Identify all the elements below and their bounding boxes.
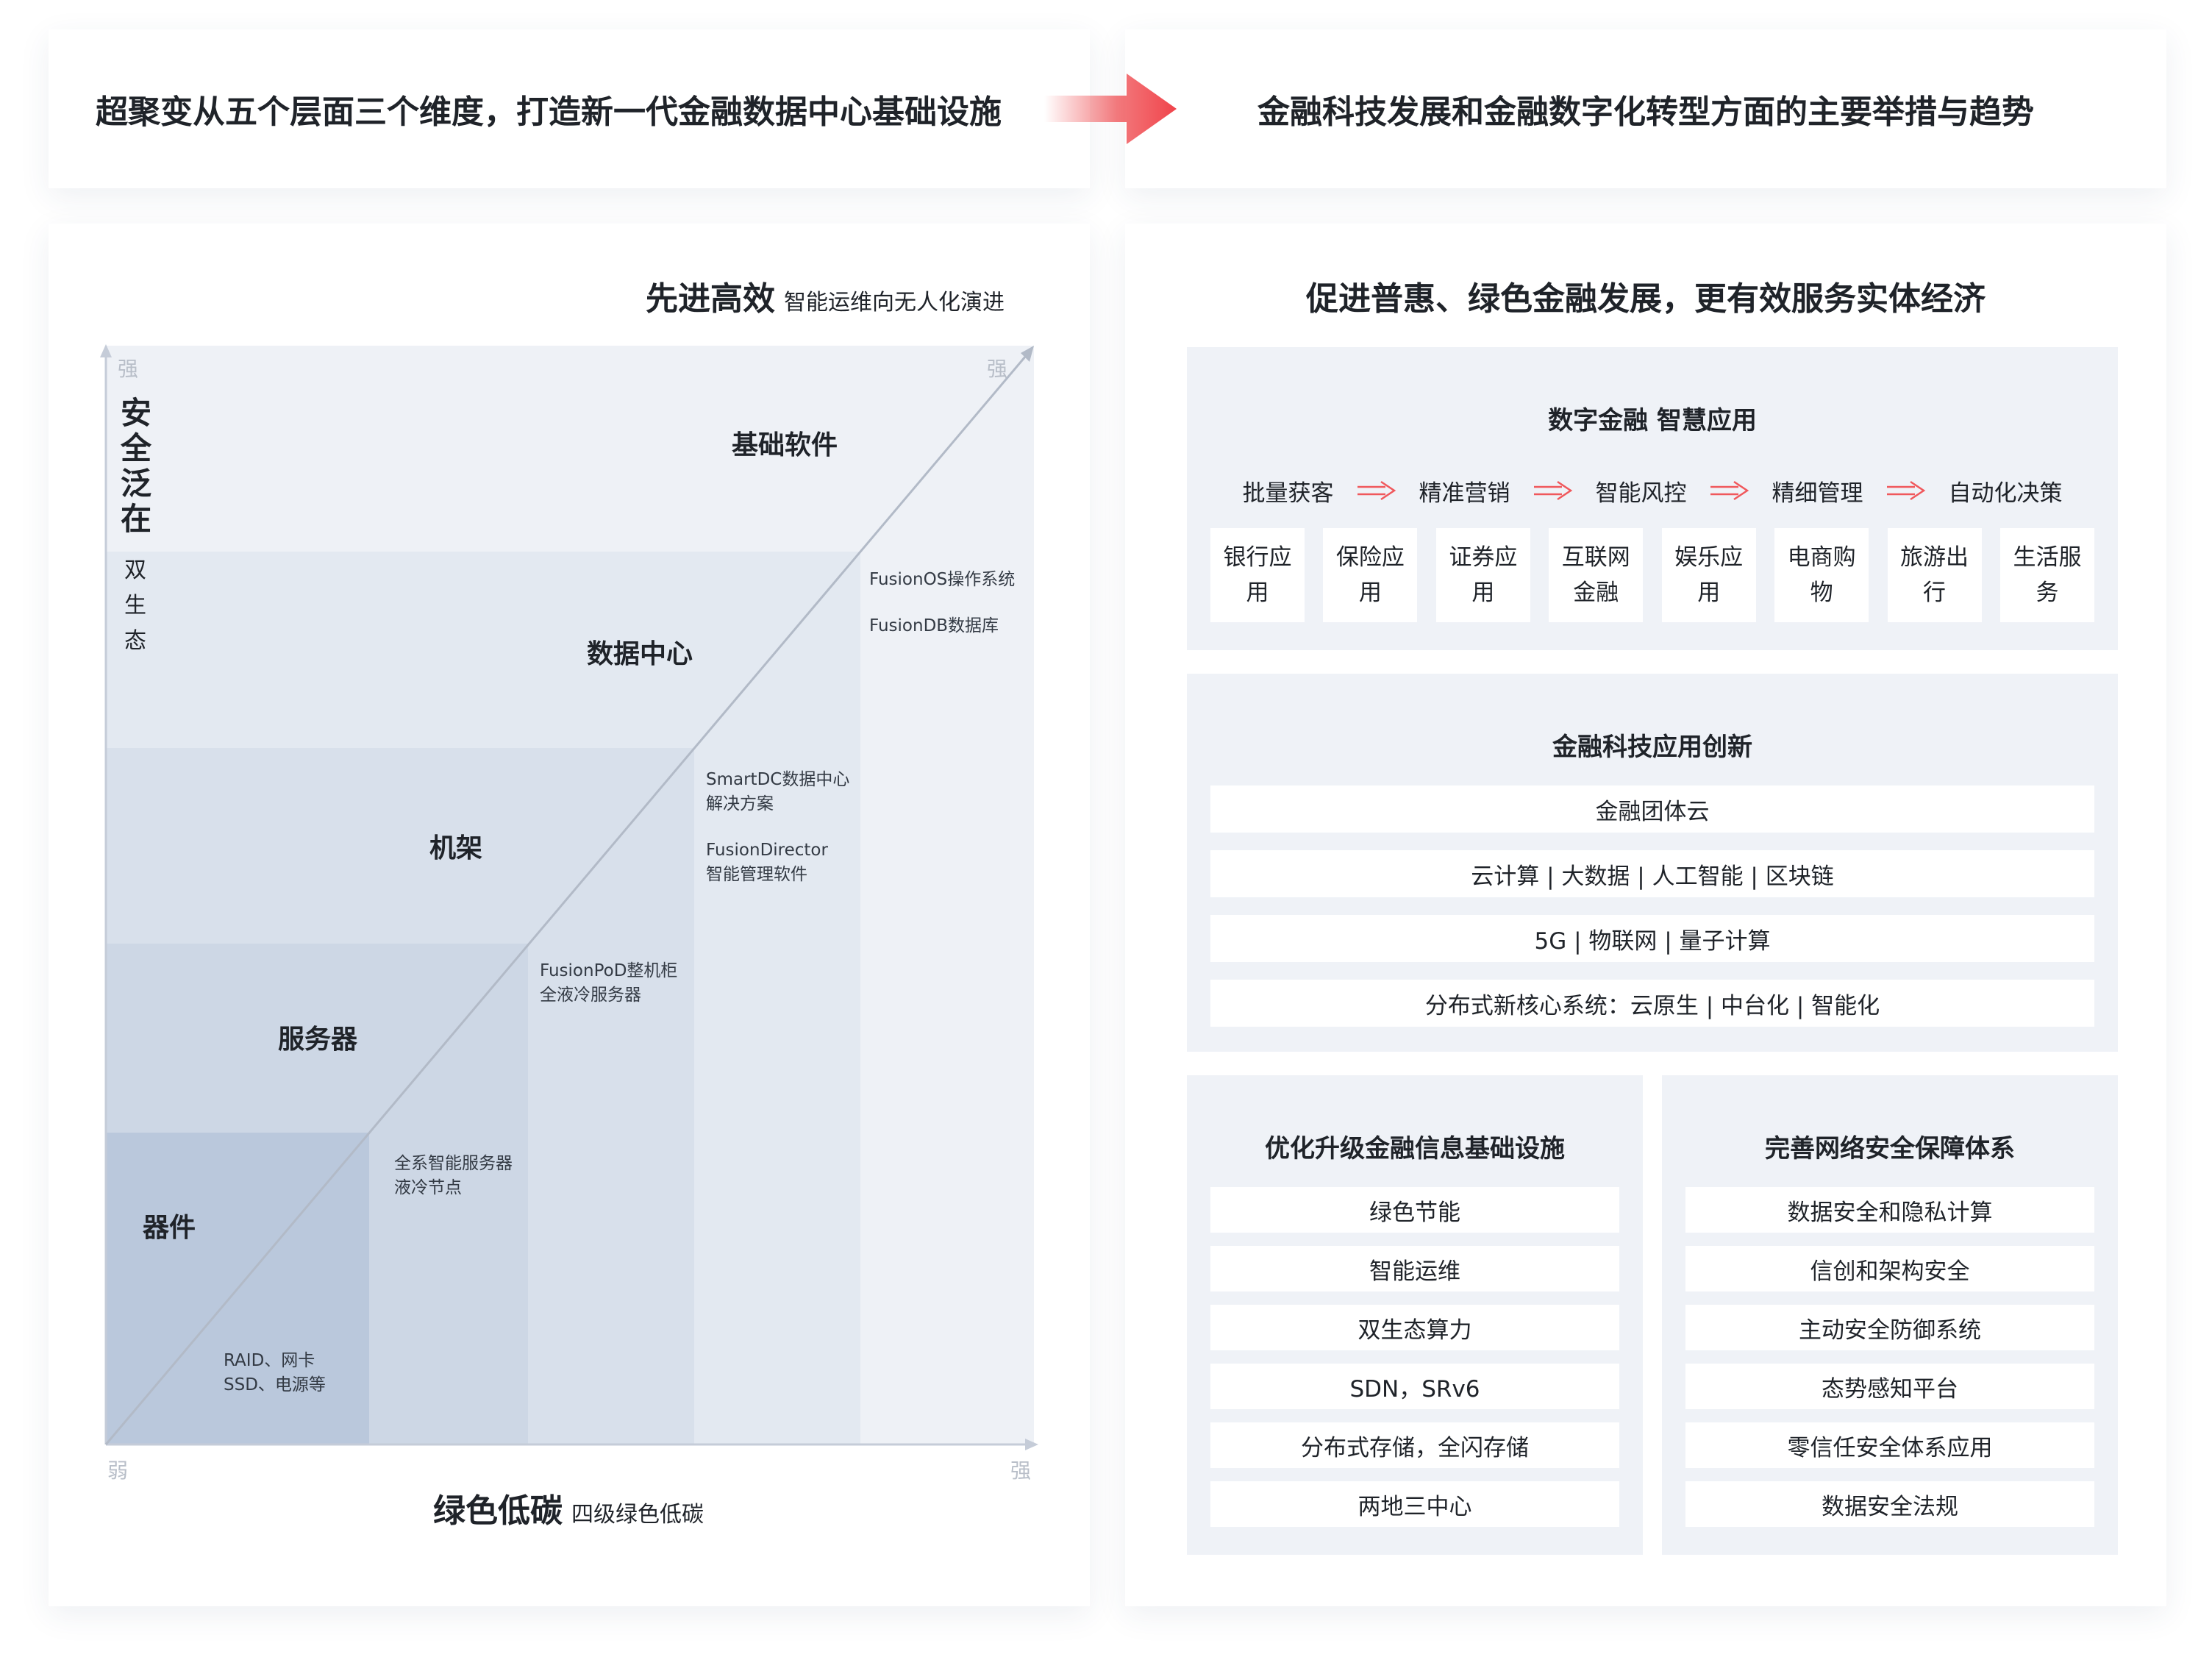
innovation-item: 5G | 物联网 | 量子计算 (1210, 915, 2094, 962)
layer-label-device: 器件 (143, 1213, 196, 1243)
axis-weak: 弱 (107, 1458, 129, 1483)
axis-strong-top: 强 (118, 357, 139, 381)
product-device: RAID、网卡 SSD、电源等 (224, 1351, 326, 1394)
header-left-card: 超聚变从五个层面三个维度，打造新一代金融数据中心基础设施 (49, 29, 1090, 188)
panel-security: 完善网络安全保障体系 数据安全和隐私计算 信创和架构安全 主动安全防御系统 态势… (1662, 1075, 2118, 1555)
vertical-caption-main: 安 全 泛 在 (120, 395, 151, 537)
panel-infrastructure-title: 优化升级金融信息基础设施 (1265, 1134, 1565, 1164)
infrastructure-item: 两地三中心 (1210, 1481, 1619, 1527)
innovation-item: 云计算 | 大数据 | 人工智能 | 区块链 (1210, 850, 2094, 897)
app-tile: 娱乐应用 (1661, 528, 1756, 622)
panel-digital-finance-title: 数字金融 智慧应用 (1548, 406, 1757, 435)
top-caption-sub: 智能运维向无人化演进 (784, 290, 1005, 316)
panel-infrastructure: 优化升级金融信息基础设施 绿色节能 智能运维 双生态算力 SDN，SRv6 分布… (1187, 1075, 1643, 1555)
axis-strong-top-right: 强 (987, 357, 1008, 381)
vertical-caption-sub: 双 生 态 (124, 557, 146, 654)
header-right-title: 金融科技发展和金融数字化转型方面的主要举措与趋势 (1257, 93, 2034, 131)
infrastructure-item: SDN，SRv6 (1210, 1364, 1619, 1409)
bottom-caption-sub: 四级绿色低碳 (571, 1502, 704, 1528)
product-datacenter: SmartDC数据中心 解决方案 FusionDirector 智能管理软件 (706, 770, 850, 884)
security-item: 数据安全法规 (1685, 1481, 2094, 1527)
security-item: 零信任安全体系应用 (1685, 1422, 2094, 1468)
flow-arrow-icon (1533, 480, 1572, 501)
flow-step: 批量获客 (1242, 480, 1334, 507)
app-tile: 保险应用 (1323, 528, 1418, 622)
security-item: 态势感知平台 (1685, 1364, 2094, 1409)
right-title: 促进普惠、绿色金融发展，更有效服务实体经济 (1306, 280, 1986, 318)
flow-arrow-icon (1710, 480, 1749, 501)
header-right-card: 金融科技发展和金融数字化转型方面的主要举措与趋势 (1125, 29, 2166, 188)
product-rack: FusionPoD整机柜 全液冷服务器 (540, 961, 678, 1005)
layer-label-base-software: 基础软件 (732, 430, 838, 460)
bottom-caption: 绿色低碳四级绿色低碳 (0, 1484, 1137, 1531)
bottom-caption-main: 绿色低碳 (433, 1492, 563, 1530)
panel-fintech-innovation-title: 金融科技应用创新 (1552, 733, 1752, 762)
security-item: 主动安全防御系统 (1685, 1305, 2094, 1350)
layer-label-rack: 机架 (429, 833, 483, 863)
app-tile: 电商购物 (1774, 528, 1869, 622)
axis-strong-bottom-right: 强 (1010, 1458, 1032, 1483)
app-tile: 互联网金融 (1549, 528, 1644, 622)
header-left-title: 超聚变从五个层面三个维度，打造新一代金融数据中心基础设施 (96, 93, 1002, 131)
infrastructure-item: 绿色节能 (1210, 1187, 1619, 1233)
security-item: 数据安全和隐私计算 (1685, 1187, 2094, 1233)
security-item: 信创和架构安全 (1685, 1246, 2094, 1291)
app-tile: 生活服务 (1999, 528, 2094, 622)
panel-fintech-innovation: 金融科技应用创新 金融团体云 云计算 | 大数据 | 人工智能 | 区块链 5G… (1187, 674, 2118, 1052)
flow-step: 智能风控 (1595, 480, 1687, 507)
flow-step: 自动化决策 (1948, 480, 2063, 507)
flow-steps: 批量获客 精准营销 智能风控 精细管理 自动化决策 (1187, 472, 2118, 509)
infrastructure-item: 双生态算力 (1210, 1305, 1619, 1350)
flow-arrow-icon (1357, 480, 1396, 501)
panel-digital-finance: 数字金融 智慧应用 批量获客 精准营销 智能风控 精细管理 自动化决策 银行应用… (1187, 347, 2118, 650)
layer-label-datacenter: 数据中心 (587, 639, 693, 669)
app-tiles: 银行应用 保险应用 证券应用 互联网金融 娱乐应用 电商购物 旅游出行 生活服务 (1210, 528, 2094, 622)
infrastructure-item: 分布式存储，全闪存储 (1210, 1422, 1619, 1468)
top-caption: 先进高效智能运维向无人化演进 (0, 272, 1005, 319)
zone-device (106, 1133, 369, 1444)
panel-security-title: 完善网络安全保障体系 (1765, 1134, 2015, 1164)
app-tile: 证券应用 (1435, 528, 1530, 622)
product-base-software: FusionOS操作系统 FusionDB数据库 (869, 570, 1016, 635)
flow-step: 精准营销 (1419, 480, 1510, 507)
infrastructure-item: 智能运维 (1210, 1246, 1619, 1291)
top-caption-main: 先进高效 (646, 280, 775, 318)
innovation-item: 分布式新核心系统：云原生 | 中台化 | 智能化 (1210, 980, 2094, 1027)
red-arrow-icon (1044, 74, 1177, 144)
product-server: 全系智能服务器 液冷节点 (394, 1154, 513, 1197)
app-tile: 银行应用 (1210, 528, 1305, 622)
innovation-item: 金融团体云 (1210, 785, 2094, 833)
flow-step: 精细管理 (1772, 480, 1863, 507)
layer-label-server: 服务器 (278, 1025, 358, 1055)
flow-arrow-icon (1886, 480, 1925, 501)
app-tile: 旅游出行 (1887, 528, 1982, 622)
